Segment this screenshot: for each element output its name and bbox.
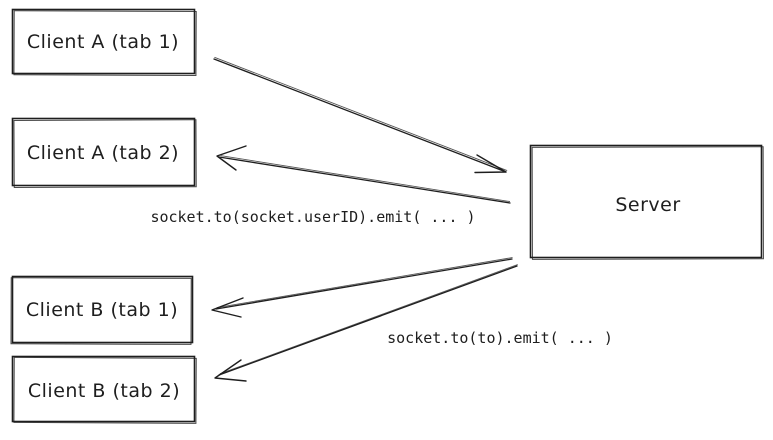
node-box-client-b-tab2 [11, 355, 196, 423]
node-box-echo-client-b-tab1 [10, 277, 192, 345]
node-client-b-tab1: Client B (tab 1) [10, 275, 194, 345]
node-client-b-tab2: Client B (tab 2) [11, 355, 197, 424]
arrow-shaft [218, 156, 511, 204]
node-box-client-b-tab1 [11, 275, 194, 344]
arrow-shaft-echo [220, 155, 511, 202]
node-box-echo-client-a-tab1 [13, 10, 197, 77]
arrowhead-left-icon [214, 359, 247, 382]
arrowhead-left-icon [211, 297, 244, 318]
arrow-shaft-echo [216, 257, 513, 309]
node-box-echo-client-a-tab2 [13, 119, 197, 188]
arrow-server-to-client-b-tab2 [214, 264, 518, 382]
arrow-shaft-echo [214, 56, 508, 171]
annotation-emit-to: socket.to(to).emit( ... ) [387, 329, 613, 347]
arrow-shaft [215, 258, 513, 310]
node-label-server: Server [615, 194, 680, 216]
arrow-server-to-client-a-tab2 [216, 145, 511, 204]
node-box-client-a-tab2 [11, 117, 196, 187]
annotation-emit-userid: socket.to(socket.userID).emit( ... ) [150, 208, 475, 226]
node-label-client-a-tab2: Client A (tab 2) [27, 142, 179, 164]
node-label-client-a-tab1: Client A (tab 1) [27, 31, 179, 53]
node-server: Server [529, 144, 764, 260]
node-client-a-tab1: Client A (tab 1) [11, 8, 197, 77]
arrow-shaft-echo [219, 264, 518, 375]
node-box-echo-client-b-tab2 [13, 356, 197, 424]
node-box-echo-server [531, 146, 764, 260]
arrow-shaft [213, 58, 507, 173]
arrow-shaft [218, 265, 518, 376]
node-client-a-tab2: Client A (tab 2) [11, 117, 197, 188]
node-box-client-a-tab1 [11, 8, 196, 75]
node-label-client-b-tab2: Client B (tab 2) [28, 380, 180, 402]
arrow-server-to-client-b-tab1 [211, 257, 513, 318]
arrowhead-left-icon [216, 145, 247, 171]
node-label-client-b-tab1: Client B (tab 1) [26, 299, 178, 321]
arrowhead-right-icon [474, 154, 507, 174]
arrow-client-a-tab1-to-server [213, 56, 508, 174]
node-box-server [529, 144, 763, 259]
